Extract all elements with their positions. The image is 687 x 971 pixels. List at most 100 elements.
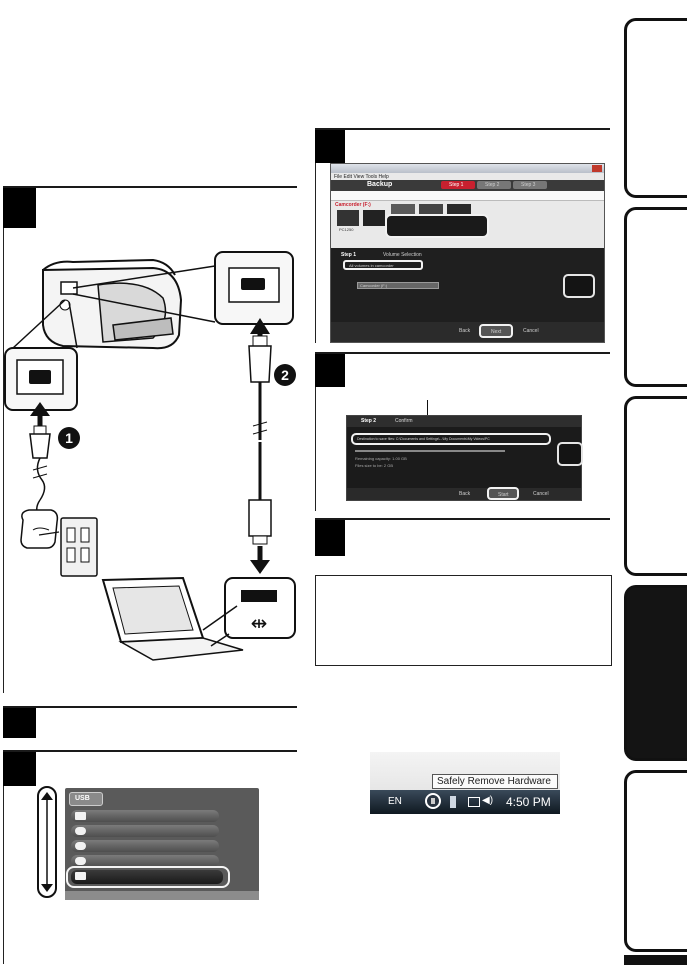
marker-1: 1 — [58, 427, 80, 449]
progress-track — [355, 450, 505, 452]
step-a-left-guide — [3, 228, 4, 693]
window-titlebar — [331, 164, 604, 173]
all-volumes-option[interactable]: All volumes in camcorder — [343, 260, 423, 270]
step-label: Step 1 — [341, 252, 357, 258]
callout-box — [385, 214, 489, 238]
chapter-tab-1[interactable] — [624, 18, 687, 198]
step-r1-left-guide — [315, 163, 316, 343]
page-footer-bar — [624, 955, 687, 965]
step-a-rule — [3, 186, 297, 188]
volume-tray-icon[interactable]: ◀) — [482, 795, 494, 806]
safely-remove-icon[interactable] — [425, 793, 441, 809]
confirm-tab-step2[interactable]: Step 2 — [361, 418, 377, 424]
step-a-number-box — [3, 188, 36, 228]
usb-tray-icon[interactable] — [450, 796, 456, 808]
usb-port-inset — [214, 251, 294, 325]
thumbnail-2[interactable] — [363, 210, 385, 226]
language-indicator[interactable]: EN — [388, 796, 402, 807]
tab-step2[interactable]: Step 2 — [477, 181, 511, 189]
note-box — [315, 575, 612, 666]
step-c-rule — [3, 750, 297, 752]
step-c-left-guide — [3, 786, 4, 964]
menu-item-3[interactable] — [71, 840, 219, 852]
step-r3-number-box — [315, 520, 345, 556]
usb-icon: USB — [75, 795, 90, 802]
taskbar — [370, 790, 560, 814]
menu-item-2[interactable] — [71, 825, 219, 837]
toolbar-band: Backup Step 1 Step 2 Step 3 — [331, 180, 604, 191]
ac-plug-icon — [29, 425, 51, 521]
disc-copy-icon — [75, 842, 86, 850]
sub-toolbar — [331, 191, 604, 201]
step-r1-rule — [315, 128, 610, 130]
path-field: Destination to save files: C:\Documents … — [351, 433, 551, 445]
confirm-tab-confirm[interactable]: Confirm — [395, 418, 413, 424]
thumbnail-1[interactable] — [337, 210, 359, 226]
back-button[interactable]: Back — [459, 328, 471, 334]
step-r1-number-box — [315, 130, 345, 163]
pc-backup-icon — [75, 872, 86, 880]
confirm-back-button[interactable]: Back — [459, 491, 471, 497]
tab-step3[interactable]: Step 3 — [513, 181, 547, 189]
ac-adapter-icon — [20, 509, 59, 549]
network-tray-icon[interactable] — [468, 797, 480, 807]
menu-item-4[interactable] — [71, 855, 219, 867]
wall-outlet-icon — [38, 517, 98, 577]
chapter-tab-5[interactable] — [624, 770, 687, 952]
menu-bottom-bar — [65, 891, 259, 900]
svg-text:⇹: ⇹ — [251, 611, 268, 635]
tab-backup[interactable]: Backup — [367, 181, 393, 188]
menu-bar: File Edit View Tools Help — [334, 174, 389, 180]
remaining-capacity: Remaining capacity: 1.00 GB — [355, 456, 407, 461]
lower-dark-panel: Step 1 Volume Selection All volumes in c… — [331, 248, 604, 342]
disc-icon — [75, 827, 86, 835]
menu-item-5-selected[interactable] — [71, 870, 223, 884]
step-b-number-box — [3, 708, 36, 738]
confirm-bottom-bar — [347, 488, 581, 500]
chapter-tab-2[interactable] — [624, 207, 687, 387]
tray-tooltip: Safely Remove Hardware — [432, 774, 558, 789]
menu-item-1[interactable] — [71, 810, 219, 822]
usb-header-tab: USB — [69, 792, 103, 806]
window-close-icon[interactable] — [592, 165, 602, 172]
scroll-control[interactable] — [37, 786, 57, 898]
next-button[interactable]: Next — [479, 324, 513, 338]
confirm-tabs: Step 2 Confirm — [347, 416, 581, 427]
dc-port-inset — [4, 347, 78, 411]
usb-menu-screen: USB — [37, 786, 259, 900]
step-c-number-box — [3, 752, 36, 786]
volume-selection-label: Volume Selection — [383, 252, 422, 258]
confirm-hint-box — [557, 442, 583, 466]
camcorder-dropdown[interactable]: Camcorder (F:) — [357, 282, 439, 289]
laptop-icon — [101, 576, 244, 661]
selection-highlight — [66, 866, 230, 888]
bottom-bar — [331, 322, 604, 342]
cancel-button[interactable]: Cancel — [523, 328, 539, 334]
chapter-tab-4-active[interactable] — [624, 585, 687, 761]
required-capacity: Files size to be: 2 GB — [355, 463, 394, 468]
marker-2: 2 — [274, 364, 296, 386]
step-r2-rule — [315, 352, 610, 354]
step-b-rule — [3, 706, 297, 708]
clock[interactable]: 4:50 PM — [506, 795, 551, 809]
start-button[interactable]: Start — [487, 487, 519, 500]
tab-step1[interactable]: Step 1 — [441, 181, 475, 189]
confirm-window: Step 2 Confirm Destination to save files… — [346, 415, 583, 501]
step-r2-number-box — [315, 354, 345, 387]
globe-icon — [75, 857, 86, 865]
scroll-up-icon — [41, 792, 53, 800]
menu-panel: USB — [65, 788, 259, 900]
confirm-cancel-button[interactable]: Cancel — [533, 491, 549, 497]
scroll-down-icon — [41, 884, 53, 892]
step-r3-rule — [315, 518, 610, 520]
thumbnail-caption: PC1250 — [339, 227, 354, 232]
chapter-tab-3[interactable] — [624, 396, 687, 576]
usb-cable-icon — [248, 335, 272, 545]
hint-box — [563, 274, 595, 298]
camcorder-icon — [42, 258, 183, 350]
pc-usb-port-inset: ⇹ — [224, 577, 296, 639]
device-label: Camcorder (F:) — [335, 202, 371, 208]
step-r2-left-guide — [315, 387, 316, 511]
connection-illustration: ⇹ — [4, 251, 296, 661]
windows-tray-screenshot: Safely Remove Hardware EN ◀) 4:50 PM — [370, 752, 560, 814]
